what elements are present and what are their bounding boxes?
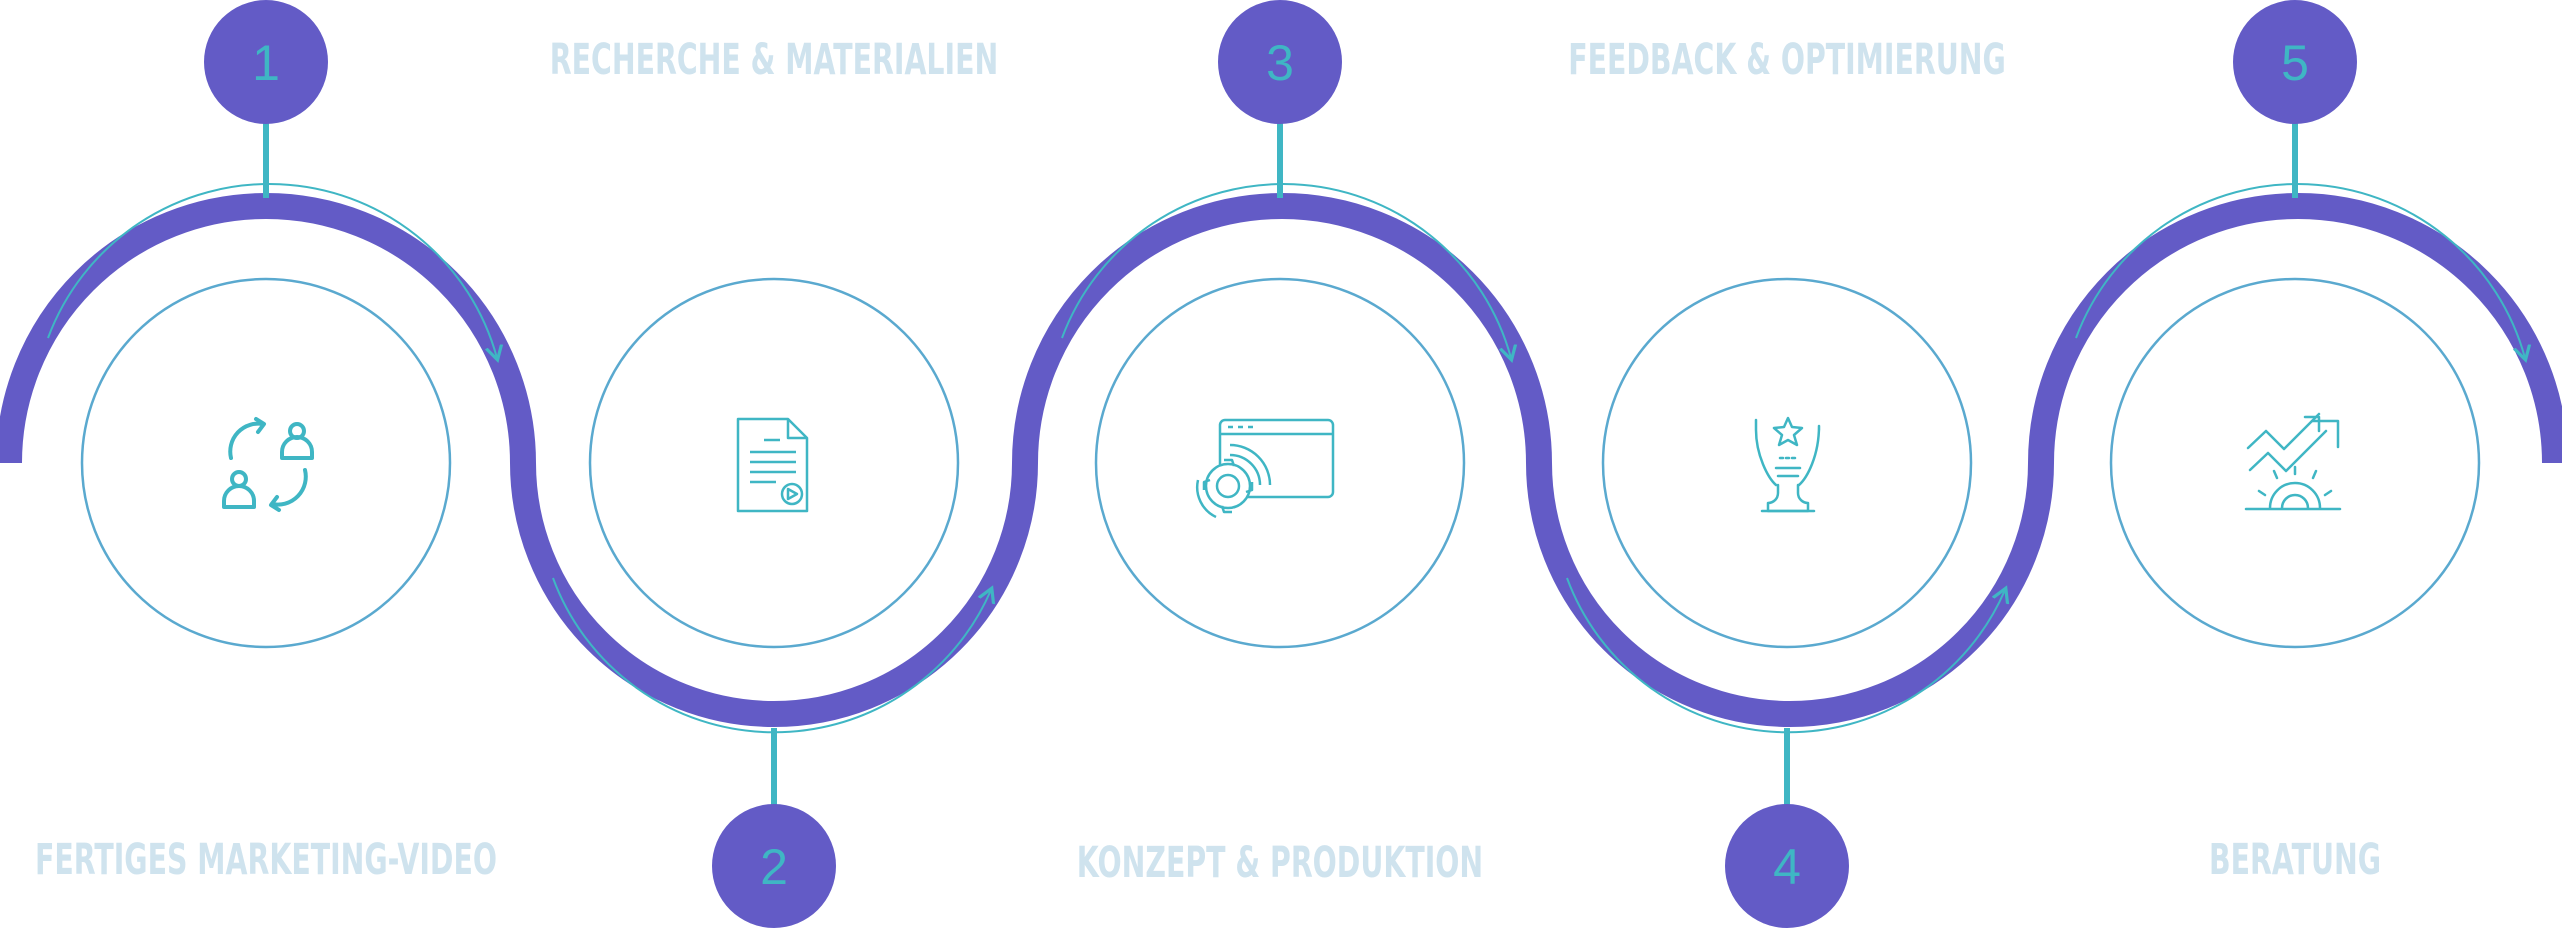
step-label-2: RECHERCHE & MATERIALIEN [549, 35, 999, 85]
arrow-2 [552, 577, 991, 734]
trophy-icon [1754, 416, 1821, 513]
ring-2 [588, 277, 960, 649]
step-number-2: 2 [760, 839, 788, 895]
step-number-4: 4 [1773, 839, 1801, 895]
arrow-1 [47, 183, 497, 358]
ring-5 [2109, 277, 2481, 649]
ring-3 [1094, 277, 1466, 649]
badge-2 [712, 804, 836, 928]
arrow-5 [2075, 183, 2525, 358]
step-label-4: FEEDBACK & OPTIMIERUNG [1568, 35, 2006, 85]
badge-4 [1725, 804, 1849, 928]
step-number-1: 1 [252, 35, 280, 91]
step-number-5: 5 [2281, 35, 2309, 91]
step-label-3: KONZEPT & PRODUKTION [1076, 838, 1484, 888]
badge-1 [204, 0, 328, 124]
arrow-3 [1061, 183, 1511, 358]
wave-path [0, 193, 2562, 727]
growth-gear-icon [2244, 412, 2342, 511]
step-label-1: FERTIGES MARKETING-VIDEO [35, 835, 497, 885]
document-icon [736, 417, 809, 513]
ring-1 [80, 277, 452, 649]
step-number-3: 3 [1266, 35, 1294, 91]
ring-4 [1601, 277, 1973, 649]
badge-3 [1218, 0, 1342, 124]
step-label-5: BERATUNG [2208, 835, 2382, 885]
exchange-users-icon [222, 417, 314, 512]
settings-browser-icon [1195, 418, 1335, 519]
badge-5 [2233, 0, 2357, 124]
arrow-4 [1566, 577, 2005, 734]
